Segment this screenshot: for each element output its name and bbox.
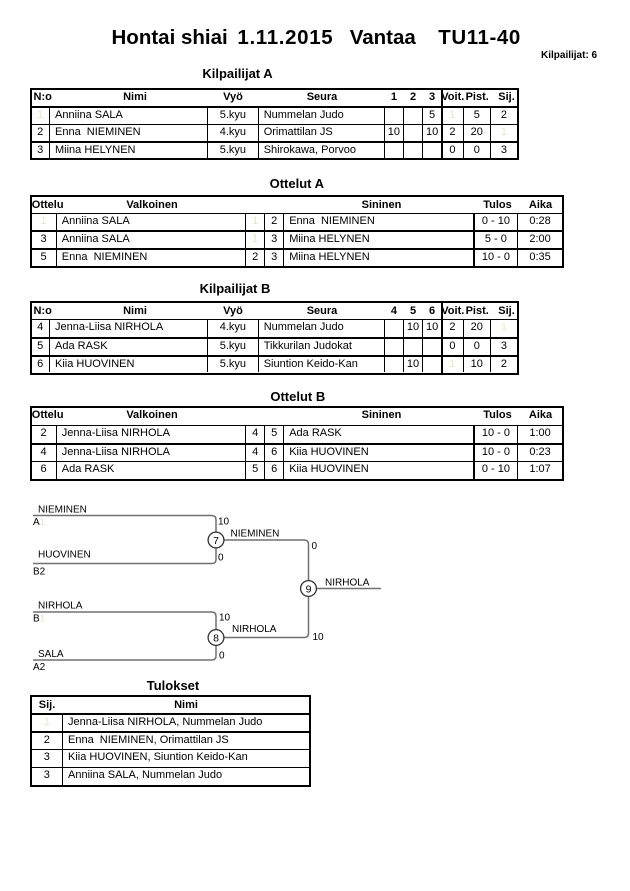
svg-text:10: 10 [218,517,230,528]
svg-text:10: 10 [219,613,231,624]
svg-text:10: 10 [313,632,325,643]
svg-text:B1: B1 [33,614,46,625]
svg-text:NIEMINEN: NIEMINEN [38,505,87,516]
svg-text:9: 9 [306,583,312,595]
svg-text:8: 8 [213,632,219,644]
svg-text:B2: B2 [33,567,46,578]
svg-text:0: 0 [218,553,224,564]
svg-text:NIRHOLA: NIRHOLA [325,578,370,589]
svg-text:SALA: SALA [38,649,64,660]
svg-text:NIEMINEN: NIEMINEN [231,529,280,540]
svg-text:A1: A1 [33,517,46,528]
svg-text:0: 0 [312,541,318,552]
svg-text:NIRHOLA: NIRHOLA [38,601,83,612]
svg-text:HUOVINEN: HUOVINEN [38,550,91,561]
svg-text:NIRHOLA: NIRHOLA [232,624,277,635]
svg-text:A2: A2 [33,662,46,673]
svg-text:7: 7 [213,535,219,547]
svg-text:0: 0 [219,651,225,662]
